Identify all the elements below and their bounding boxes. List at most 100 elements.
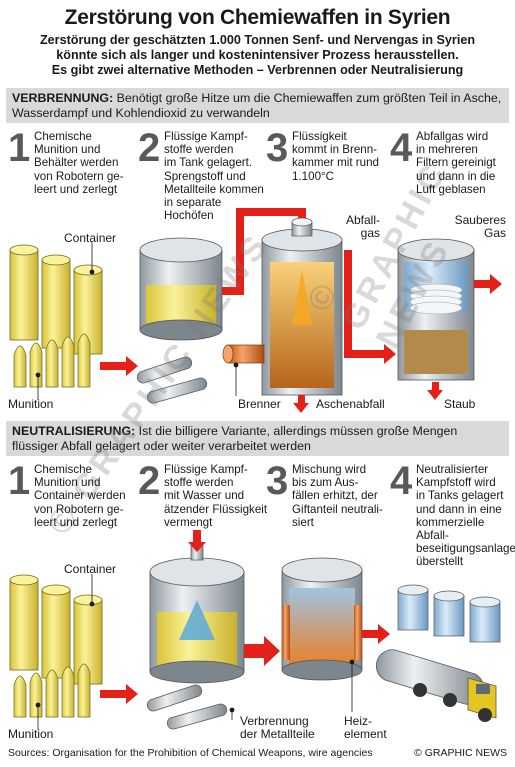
step-line: vermengt (164, 515, 213, 529)
munition-shells-2 (13, 663, 91, 718)
label-container-2: Container (64, 562, 117, 576)
step-text: Chemische Munition und Container werden … (34, 463, 126, 529)
label-line: Gas (483, 226, 506, 240)
step-number: 3 (266, 126, 289, 170)
step-line: leert und zerlegt (34, 182, 118, 196)
step-line: 1.100°C (292, 169, 335, 183)
section-heading: VERBRENNUNG: (12, 91, 114, 105)
label-munition: Munition (8, 397, 54, 411)
tanker-truck (375, 649, 497, 722)
label-line: Sauberes (454, 213, 506, 227)
step-line: in Tanks gelagert (416, 489, 504, 503)
step-line: stoffe werden (164, 476, 234, 490)
step-line: Filtern gereinigt (416, 156, 496, 170)
step-text: Flüssige Kampf- stoffe werden mit Wasser… (164, 463, 267, 529)
label-abfallgas: Abfall- gas (330, 214, 380, 240)
step-line: Behälter werden (34, 156, 119, 170)
step-line: Neutralisierter (416, 463, 489, 476)
step-line: ätzender Flüssigkeit (164, 502, 268, 516)
step-line: und dann in eine (416, 502, 502, 516)
step-line: Kampfstoff wird (416, 476, 496, 490)
step-number: 4 (390, 126, 413, 170)
label-line: element (344, 727, 387, 741)
label-heizelement: Heiz- element (344, 715, 387, 741)
step-number: 1 (8, 459, 31, 503)
step-line: in mehreren (416, 143, 478, 157)
filter-tower (397, 238, 475, 381)
step-line: beseitigungsanlage (416, 542, 515, 556)
step-line: Flüssige Kampf- (164, 463, 248, 476)
pointer-lines (35, 242, 239, 400)
container-cylinders-2 (9, 574, 103, 685)
step-line: von Robotern ge- (34, 169, 124, 183)
heating-reactor (281, 557, 363, 681)
step-line: stoffe werden (164, 143, 234, 157)
step-line: kommt in Brenn- (292, 143, 378, 157)
label-container: Container (64, 231, 117, 245)
step-line: in separate (164, 196, 222, 210)
section-description: Ist die billigere Variante, allerdings m… (12, 424, 458, 453)
page-title: Zerstörung von Chemiewaffen in Syrien (64, 6, 451, 29)
sources-note: Sources: Organisation for the Prohibitio… (8, 747, 373, 759)
step-number: 3 (266, 459, 289, 503)
step-line: kammer mit rund (292, 156, 379, 170)
step-line: Munition und (34, 476, 101, 490)
label-staub: Staub (444, 397, 476, 411)
step-line: Sprengstoff und (164, 169, 246, 183)
step-line: überstellt (416, 555, 464, 569)
section-description: Benötigt große Hitze um die Chemiewaffen… (12, 91, 502, 120)
label-line: der Metallteile (240, 727, 315, 741)
step-line: Hochöfen (164, 209, 214, 223)
pointer-lines-2 (35, 574, 355, 730)
step-line: Flüssigkeit (292, 130, 347, 143)
step-line: Mischung wird (292, 463, 367, 476)
step-line: im Tank gelagert. (164, 156, 253, 170)
step-line: Giftanteil neutrali- (292, 502, 383, 516)
container-cylinders (9, 244, 103, 355)
step-line: fällen erhitzt, der (292, 489, 378, 503)
step-text: Flüssigkeit kommt in Brenn- kammer mit r… (292, 130, 379, 183)
flow-arrows-neutralisierung (100, 530, 390, 704)
step-line: leert und zerlegt (34, 515, 118, 529)
step-line: bis zum Aus- (292, 476, 359, 490)
step-number: 2 (138, 126, 161, 170)
label-verbrennung-metallteile: Verbrennung der Metallteile (240, 715, 315, 741)
combustion-chamber (261, 217, 343, 396)
step-line: Flüssige Kampf- (164, 130, 248, 143)
burner (222, 344, 265, 364)
step-line: Container werden (34, 489, 126, 503)
step-line: mit Wasser und (164, 489, 245, 503)
step-line: Chemische (34, 130, 92, 143)
label-line: Abfall- (345, 213, 380, 227)
section-header-verbrennung: VERBRENNUNG: Benötigt große Hitze um die… (6, 88, 509, 123)
subtitle: Zerstörung der geschätzten 1.000 Tonnen … (8, 33, 507, 78)
step-line: siert (292, 515, 314, 529)
label-brenner: Brenner (238, 397, 281, 411)
step-line: und dann in die (416, 169, 496, 183)
step-line: Abfallgas wird (416, 130, 489, 143)
label-line: Heiz- (344, 714, 373, 728)
step-line: von Robotern ge- (34, 502, 124, 516)
label-sauberes-gas: Sauberes Gas (440, 214, 506, 240)
flow-arrows-verbrennung (100, 208, 502, 413)
step-text: Chemische Munition und Behälter werden v… (34, 130, 124, 196)
step-line: Metallteile kommen (164, 182, 264, 196)
metal-pipes-2 (146, 684, 228, 730)
subtitle-line: Es gibt zwei alternative Methoden – Verb… (51, 63, 464, 77)
step-line: Munition und (34, 143, 101, 157)
label-munition-2: Munition (8, 727, 54, 741)
step-text: Neutralisierter Kampfstoff wird in Tanks… (416, 463, 515, 569)
step-line: Chemische (34, 463, 92, 476)
copyright-credit: © GRAPHIC NEWS (414, 747, 507, 759)
label-line: gas (360, 226, 380, 240)
section-header-neutralisierung: NEUTRALISIERUNG: Ist die billigere Varia… (6, 421, 509, 456)
subtitle-line: Zerstörung der geschätzten 1.000 Tonnen … (39, 33, 476, 47)
mixing-tank (149, 545, 245, 684)
step-number: 2 (138, 459, 161, 503)
step-number: 4 (390, 459, 413, 503)
section-heading: NEUTRALISIERUNG: (12, 424, 136, 438)
munition-shells (13, 333, 91, 388)
step-text: Abfallgas wird in mehreren Filtern gerei… (416, 130, 496, 196)
step-line: kommerzielle Abfall- (416, 515, 485, 543)
